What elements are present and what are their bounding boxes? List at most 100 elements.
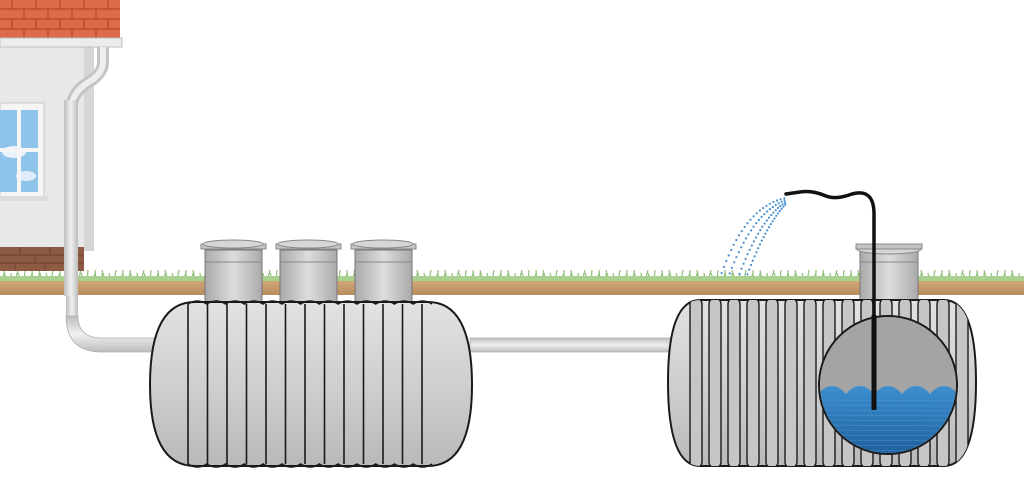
filter-tank-top-scallop <box>187 300 433 305</box>
water-droplet <box>765 204 768 207</box>
water-droplet <box>774 209 777 212</box>
water-droplet <box>750 244 753 247</box>
storage-tank-shaft <box>855 243 923 303</box>
water-droplet <box>742 262 745 265</box>
connecting-pipe <box>469 337 671 353</box>
water-droplet <box>749 263 753 267</box>
filter-tank-body <box>148 301 474 467</box>
water-droplet <box>757 218 761 222</box>
water-droplet <box>746 273 749 276</box>
storage-tank <box>666 243 978 467</box>
water-droplet <box>774 203 777 207</box>
water-droplet <box>752 240 756 243</box>
water-droplet <box>763 222 766 225</box>
water-droplet <box>763 213 766 216</box>
filter-tank <box>148 239 474 468</box>
water-droplet <box>725 259 728 263</box>
water-droplet <box>767 216 771 219</box>
water-droplet <box>780 207 783 210</box>
water-droplet <box>779 198 782 201</box>
shaft-lid-top <box>202 239 264 249</box>
water-ripple <box>820 419 956 422</box>
water-ripple <box>820 414 956 417</box>
water-droplet <box>744 237 748 240</box>
shaft-lid-top <box>352 239 414 249</box>
water-droplet <box>782 205 785 208</box>
water-droplet <box>776 212 780 215</box>
water-droplet <box>727 254 730 257</box>
water-droplet <box>772 211 775 214</box>
water-droplet <box>755 212 758 215</box>
water-droplet <box>769 223 772 226</box>
water-droplet <box>747 233 750 236</box>
water-droplet <box>764 232 767 235</box>
water-droplet <box>768 208 772 211</box>
shaft-body <box>204 249 263 305</box>
tank-band <box>803 300 817 466</box>
water-droplet <box>752 215 755 218</box>
water-droplet <box>772 200 775 204</box>
water-droplet <box>749 218 752 221</box>
water-droplet <box>784 203 787 206</box>
water-droplet <box>761 225 764 228</box>
water-droplet <box>777 202 780 205</box>
house-window <box>0 102 48 201</box>
water-droplet <box>746 222 749 225</box>
water-droplet <box>728 272 731 275</box>
water-droplet <box>722 265 726 268</box>
water-droplet <box>732 243 735 246</box>
garden-hose <box>784 189 876 320</box>
water-droplet <box>751 259 754 262</box>
water-droplet <box>758 209 762 212</box>
water-droplet <box>779 205 782 208</box>
shaft-lid-top <box>277 239 339 249</box>
water-ripple <box>820 409 956 412</box>
water-droplet <box>730 248 733 252</box>
water-droplet <box>771 205 774 209</box>
tank-band <box>727 300 741 466</box>
tank-band <box>708 300 722 466</box>
water-droplet <box>780 200 783 203</box>
water-droplet <box>740 230 743 233</box>
water-droplet <box>755 222 758 225</box>
water-droplet <box>773 217 776 220</box>
water-ripple <box>820 404 956 407</box>
water-spray-icon <box>720 197 787 276</box>
water-droplet <box>775 214 778 217</box>
house-wall-shade <box>84 46 94 251</box>
water-droplet <box>750 229 753 232</box>
water-droplet <box>762 236 765 239</box>
water-droplet <box>766 229 769 232</box>
water-droplet <box>778 209 781 213</box>
water-droplet <box>735 256 738 259</box>
water-droplet <box>783 197 786 200</box>
water-droplet <box>783 201 787 204</box>
water-droplet <box>742 241 745 244</box>
water-droplet <box>765 219 768 222</box>
water-droplet <box>753 255 756 258</box>
water-droplet <box>738 272 741 275</box>
house <box>0 0 123 271</box>
water-droplet <box>740 246 743 249</box>
water-droplet <box>758 243 762 246</box>
house-roof <box>0 0 123 48</box>
water-droplet <box>754 236 758 239</box>
water-droplet <box>770 213 773 217</box>
water-droplet <box>744 257 747 260</box>
filter-tank-shafts <box>200 239 417 305</box>
filter-tank-bottom-scallop <box>187 463 433 468</box>
water-droplet <box>720 271 723 275</box>
grass-strip <box>0 276 1024 281</box>
water-droplet <box>766 210 769 213</box>
water-ripple <box>820 424 956 427</box>
water-droplet <box>760 215 763 218</box>
water-droplet <box>737 234 741 237</box>
roof-gutter <box>0 37 123 48</box>
inspection-shaft-3 <box>350 239 417 305</box>
water-droplet <box>767 226 771 229</box>
stored-water <box>820 386 956 453</box>
filter-tank-ribs <box>187 304 423 464</box>
water-droplet <box>781 203 784 206</box>
water-droplet <box>757 247 760 250</box>
